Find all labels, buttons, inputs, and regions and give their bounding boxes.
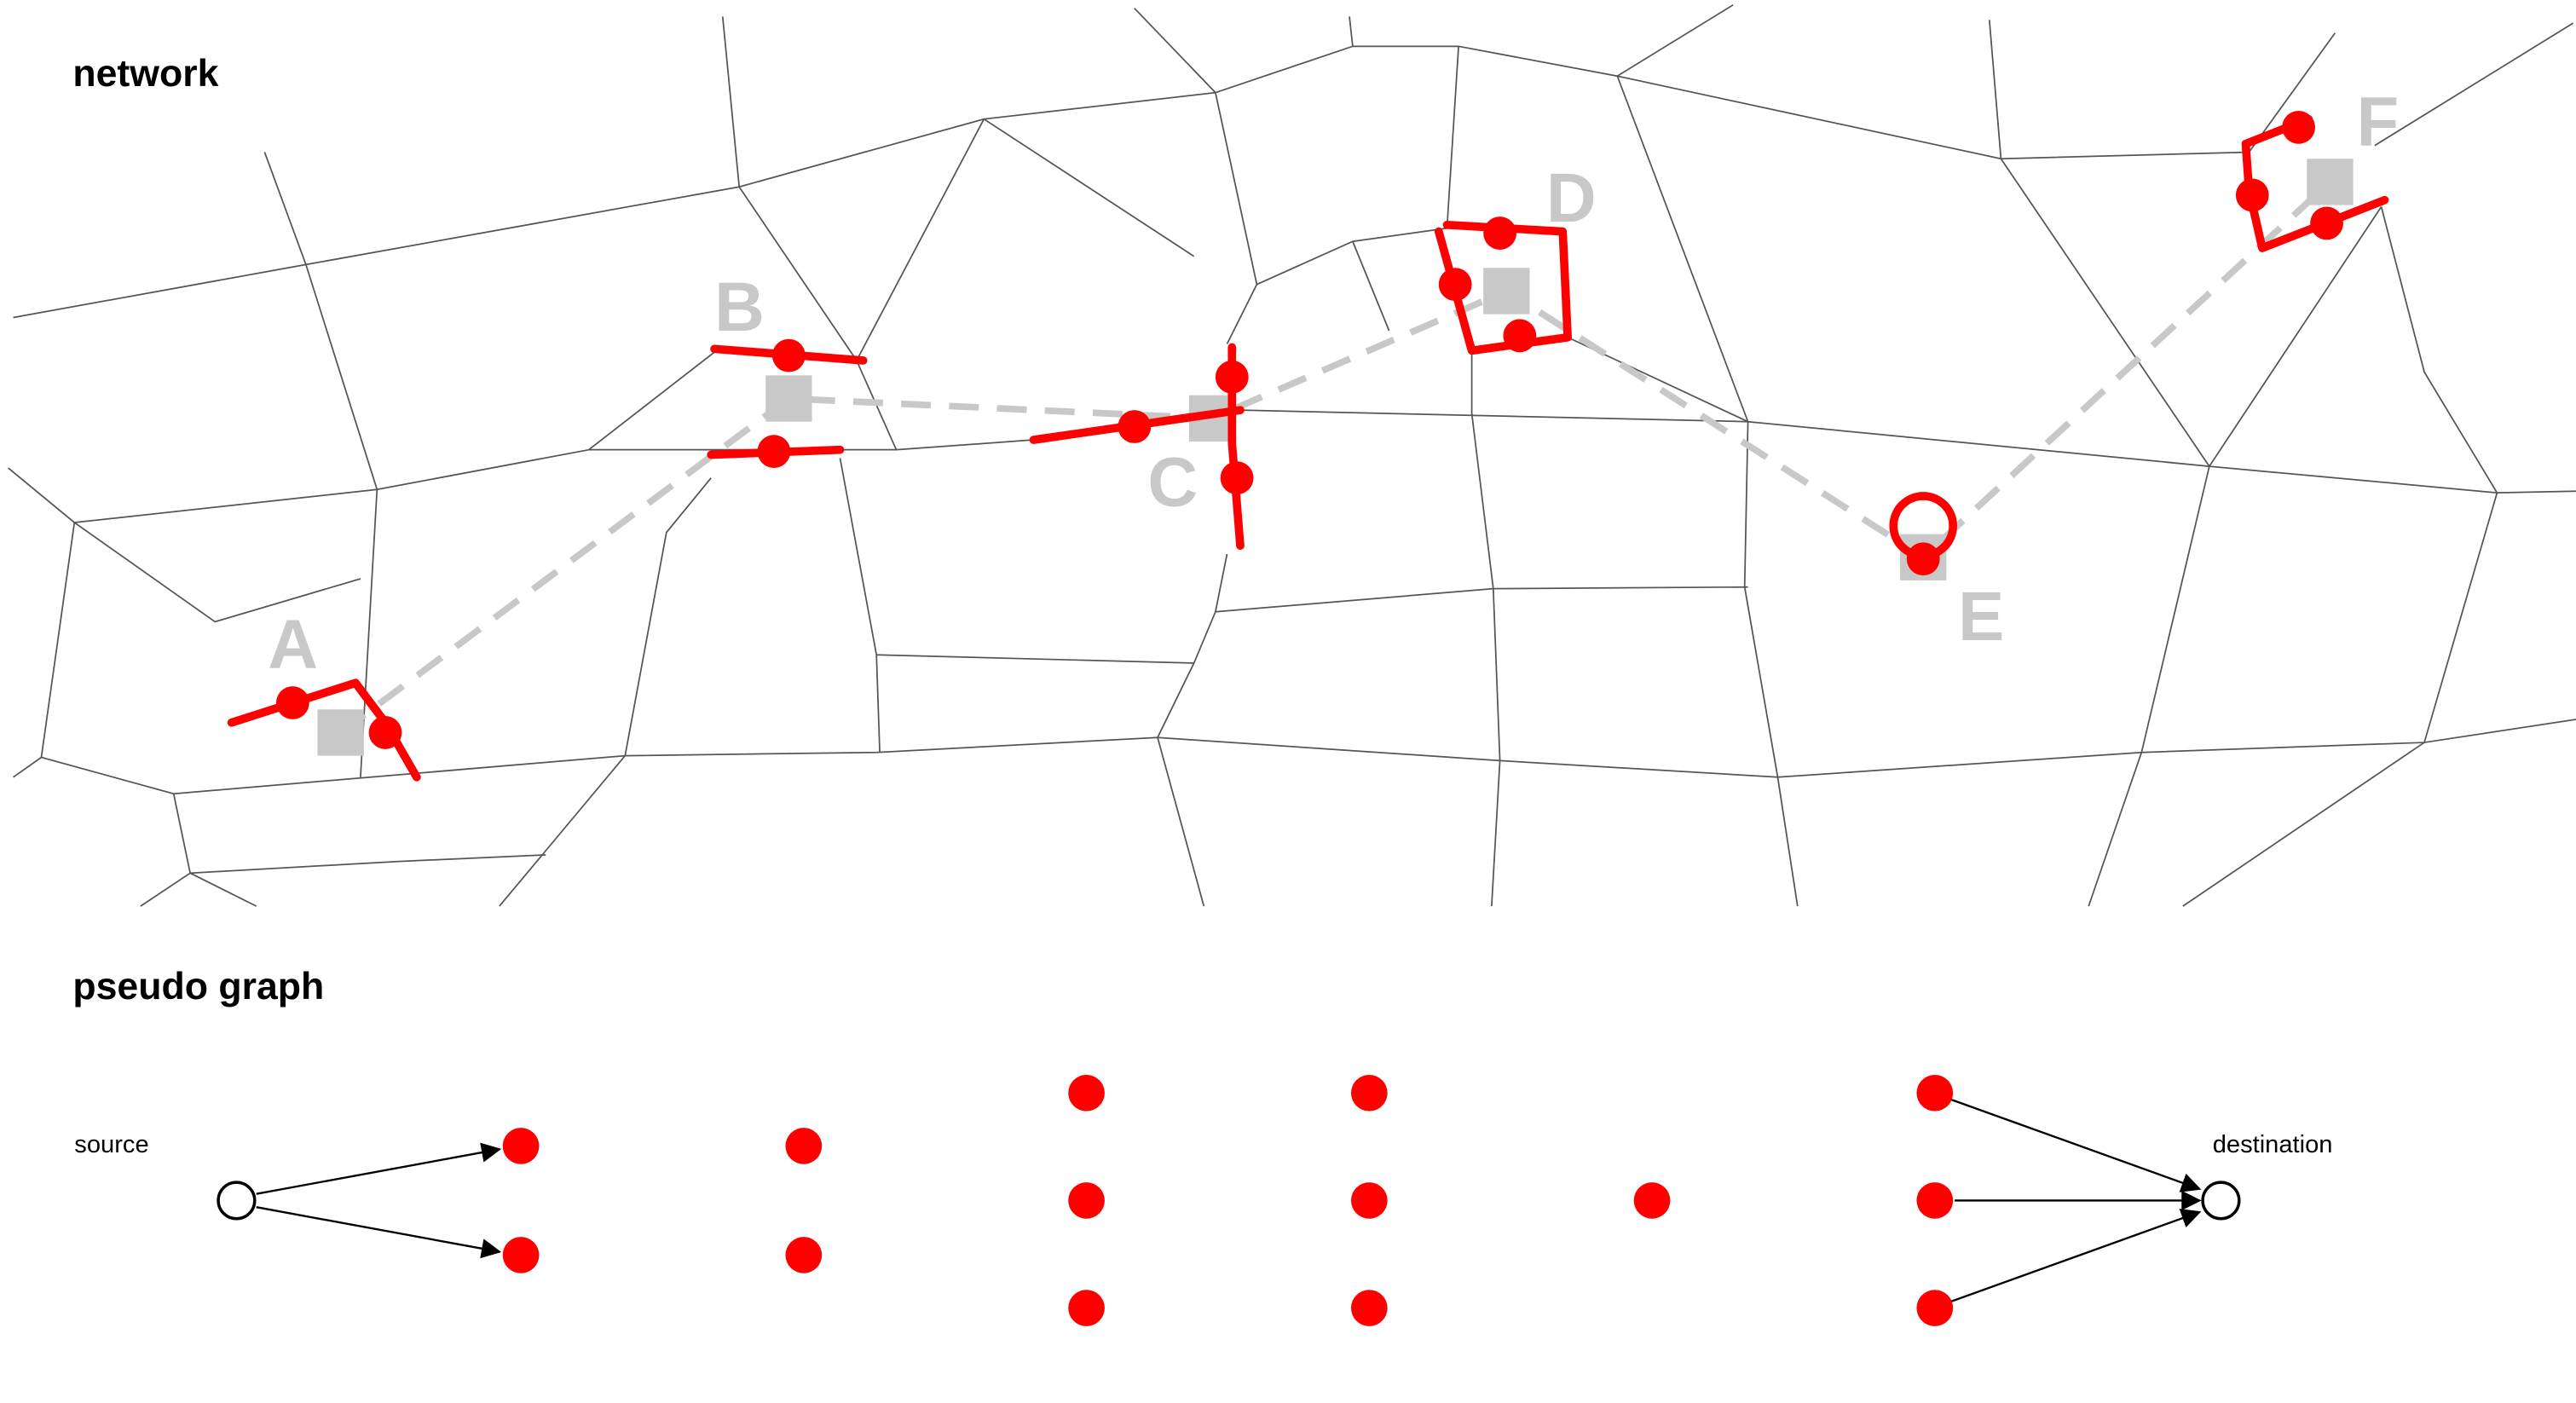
graph-candidate-b1 <box>785 1128 823 1164</box>
gps-observations <box>317 159 2354 756</box>
candidate-point-b1 <box>771 338 806 372</box>
station-label-a: A <box>268 606 318 684</box>
graph-candidate-f3 <box>1916 1290 1954 1326</box>
station-labels: A B C D E F <box>268 84 2399 684</box>
network-candidates <box>275 110 2343 749</box>
pseudo-graph-panel: source destination <box>74 1075 2332 1326</box>
station-label-d: D <box>1546 159 1597 237</box>
graph-candidate-d3 <box>1350 1290 1388 1326</box>
candidate-point-a2 <box>368 716 402 749</box>
source-node <box>217 1181 257 1221</box>
station-label-e: E <box>1958 578 2004 655</box>
graph-candidate-c3 <box>1068 1290 1105 1326</box>
edge-source-to-a2 <box>256 1206 502 1259</box>
graph-candidate-f2 <box>1916 1182 1954 1219</box>
station-label-c: C <box>1147 444 1198 522</box>
source-label: source <box>74 1131 148 1158</box>
network-title: network <box>72 53 218 95</box>
graph-candidate-a2 <box>502 1237 540 1273</box>
candidate-point-f3 <box>2310 206 2343 240</box>
station-label-b: B <box>714 268 765 346</box>
graph-candidate-a1 <box>502 1128 540 1164</box>
graph-candidate-b2 <box>785 1237 823 1273</box>
graph-candidate-e1 <box>1633 1182 1671 1219</box>
candidate-point-e1 <box>1906 542 1940 576</box>
station-label-f: F <box>2356 84 2399 161</box>
candidate-point-d2 <box>1438 268 1472 302</box>
gps-point-d <box>1483 268 1530 315</box>
destination-node <box>2201 1181 2241 1221</box>
graph-candidate-c2 <box>1068 1182 1105 1219</box>
network-panel: A B C D E F network pseudo graph source … <box>8 4 2576 1326</box>
gps-point-a <box>317 709 364 756</box>
destination-label: destination <box>2213 1131 2333 1158</box>
candidate-point-c3 <box>1220 461 1254 495</box>
candidate-point-c2 <box>1215 360 1249 394</box>
edge-f1-to-destination <box>1950 1099 2202 1192</box>
graph-candidate-d2 <box>1350 1182 1388 1219</box>
graph-candidate-c1 <box>1068 1075 1105 1111</box>
candidate-point-c1 <box>1118 410 1152 443</box>
gps-point-f <box>2307 159 2354 205</box>
edge-source-to-a1 <box>256 1142 502 1195</box>
candidate-point-a1 <box>275 686 309 719</box>
gps-point-b <box>765 375 812 422</box>
graph-candidate-d1 <box>1350 1075 1388 1111</box>
candidate-segments <box>227 114 2389 782</box>
candidate-point-d1 <box>1483 217 1516 250</box>
pseudo-graph-candidates <box>502 1075 1954 1326</box>
road-network <box>8 4 2576 907</box>
edge-f3-to-destination <box>1950 1209 2202 1302</box>
candidate-point-b2 <box>757 435 791 469</box>
pseudo-graph-title: pseudo graph <box>72 966 324 1008</box>
candidate-point-d3 <box>1503 319 1537 353</box>
candidate-point-f1 <box>2282 110 2315 144</box>
candidate-point-f2 <box>2235 178 2269 212</box>
gps-trajectory-line <box>338 179 2333 736</box>
graph-candidate-f1 <box>1916 1075 1954 1111</box>
pseudo-graph-edges <box>256 1099 2202 1302</box>
